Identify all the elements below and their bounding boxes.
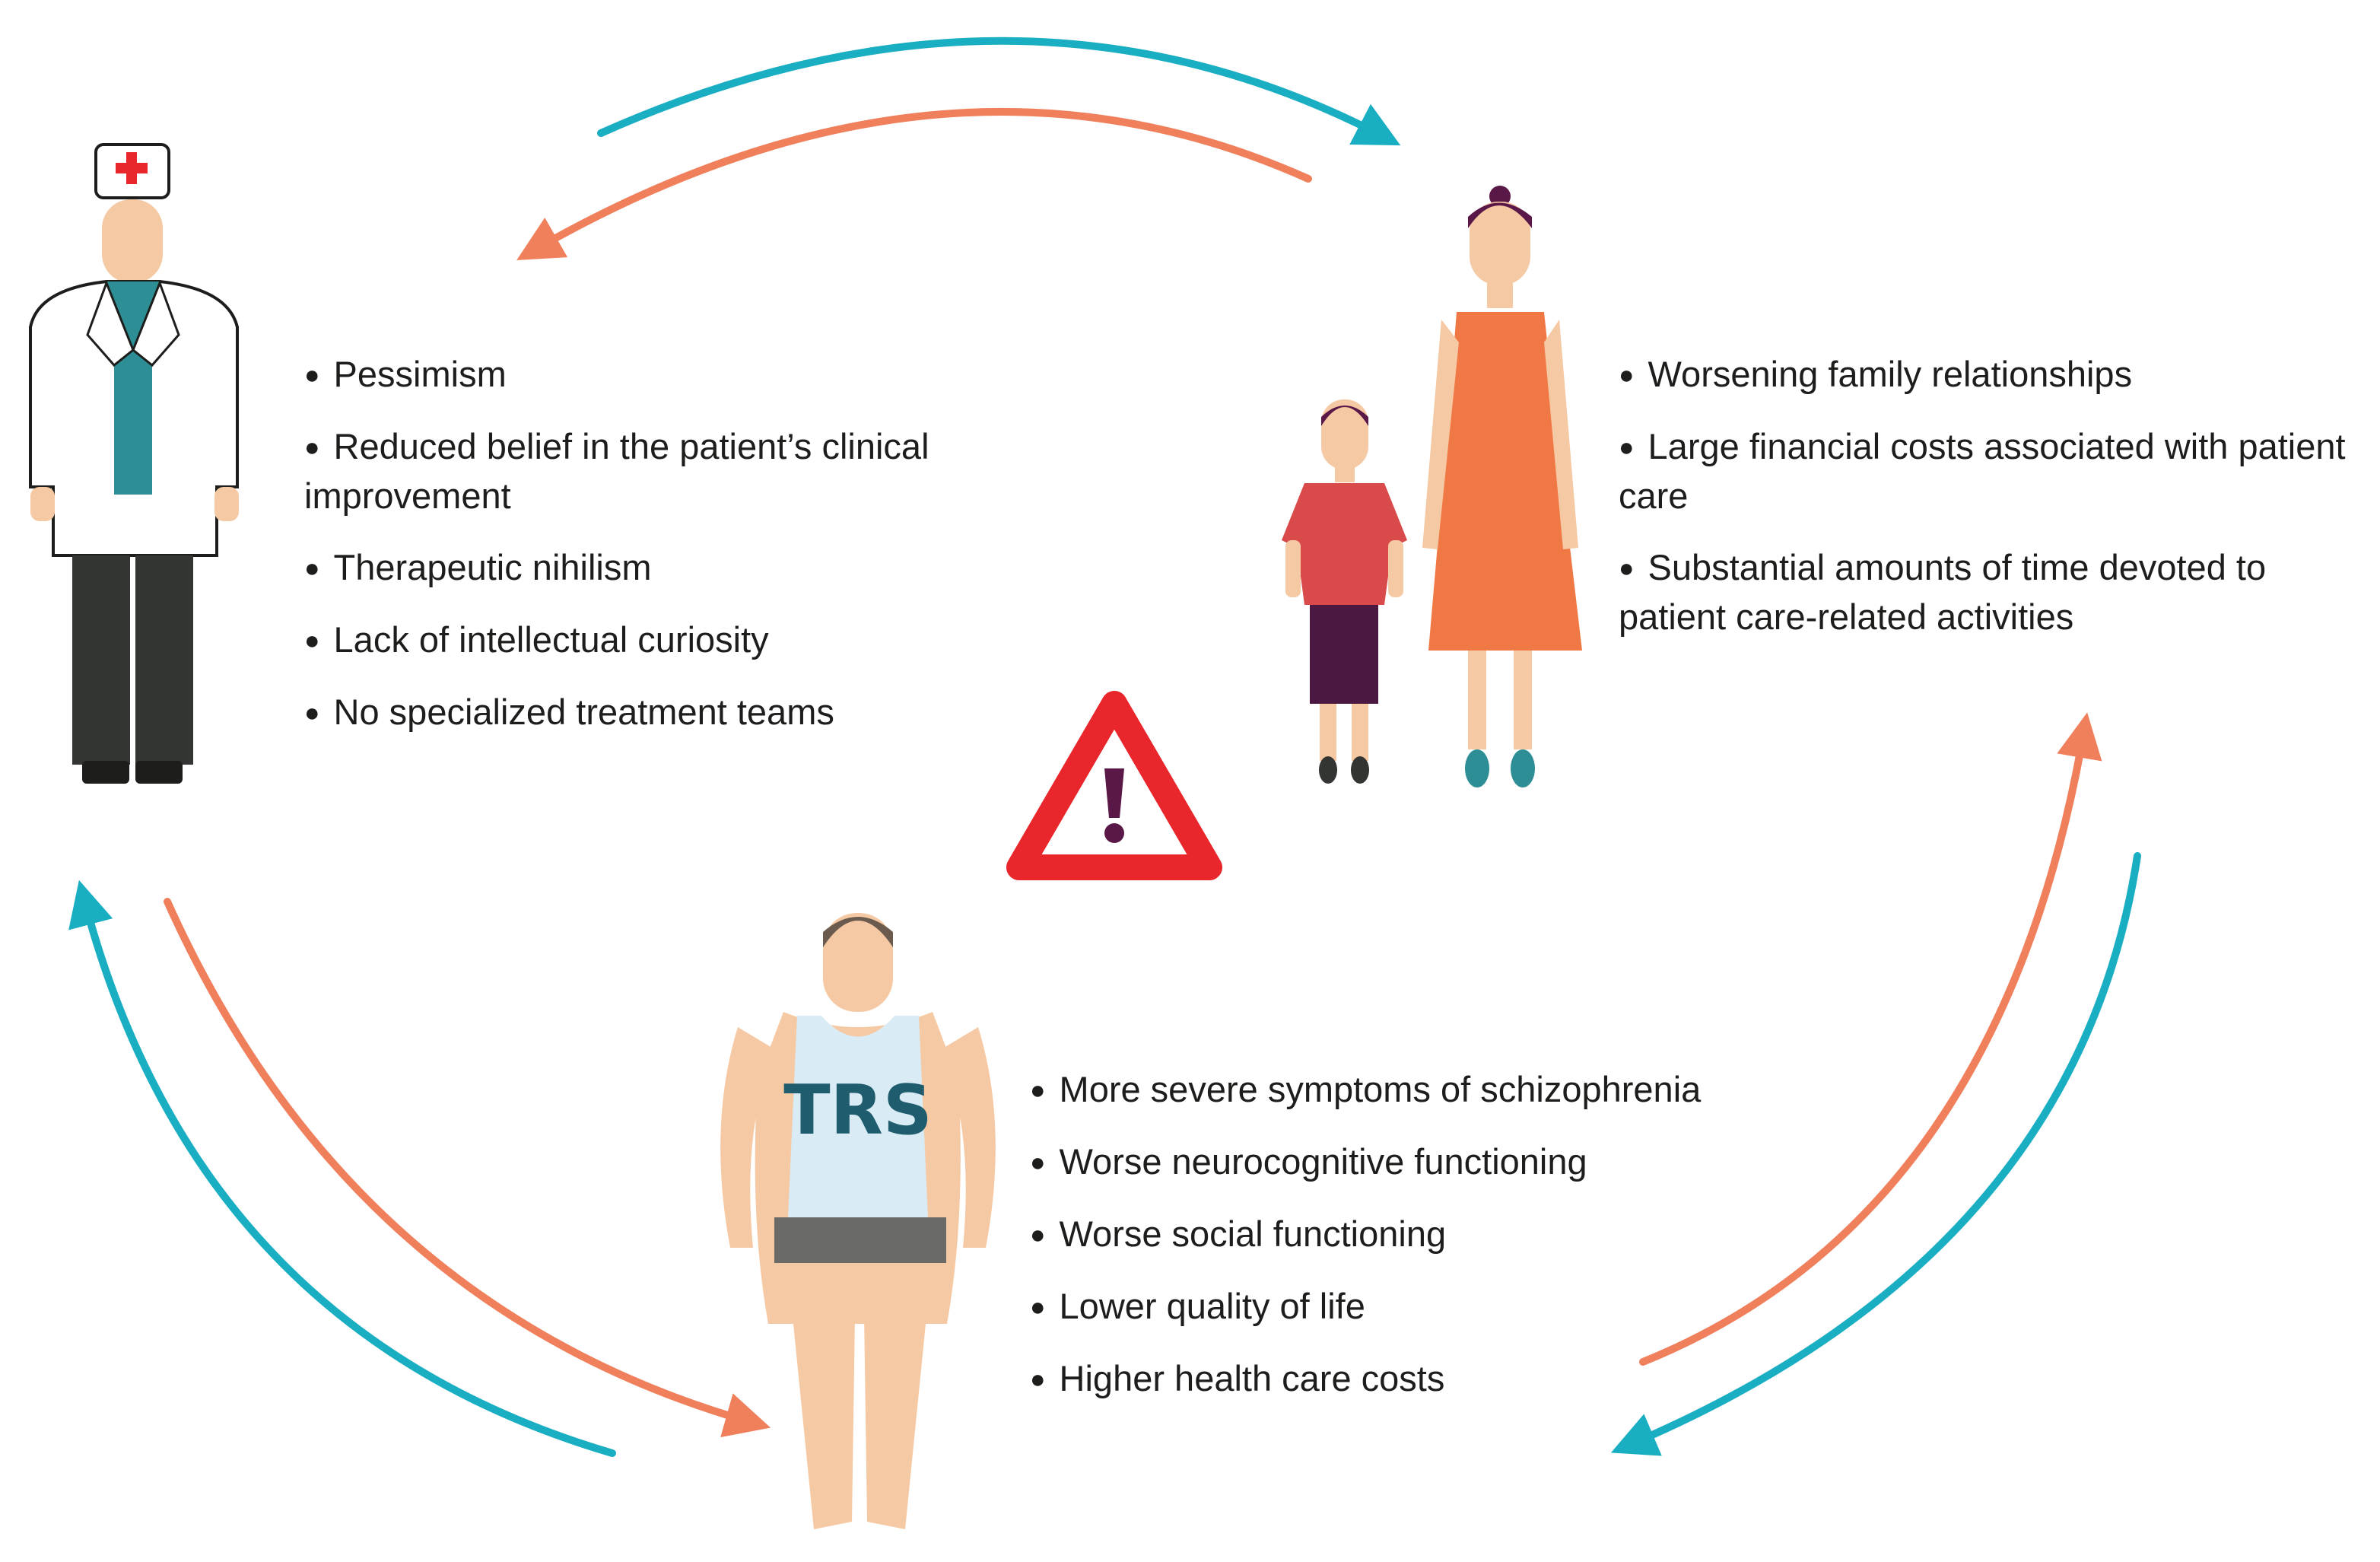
family-effects-list: Worsening family relationships Large fin… [1619, 350, 2379, 664]
list-item: More severe symptoms of schizophrenia [1030, 1065, 1905, 1115]
list-item: Lower quality of life [1030, 1282, 1905, 1331]
list-item: Substantial amounts of time devoted to p… [1619, 543, 2379, 641]
patient-effects-list: More severe symptoms of schizophrenia Wo… [1030, 1065, 1905, 1427]
list-item: Higher health care costs [1030, 1354, 1905, 1404]
list-item: Lack of intellectual curiosity [304, 616, 1065, 665]
list-item: Therapeutic nihilism [304, 543, 1065, 593]
arrow-doctor-to-patient [164, 898, 771, 1438]
arrow-family-to-doctor [516, 107, 1312, 260]
list-item: No specialized treatment teams [304, 688, 1065, 737]
doctor-icon [29, 143, 239, 784]
list-item: Worsening family relationships [1619, 350, 2379, 399]
list-item: Worse social functioning [1030, 1210, 1905, 1259]
arrow-doctor-to-family [597, 37, 1401, 146]
patient-icon: TRS [720, 913, 996, 1529]
child-icon [1282, 399, 1407, 784]
list-item: Large financial costs associated with pa… [1619, 422, 2379, 520]
list-item: Reduced belief in the patient’s clinical… [304, 422, 1065, 520]
arrow-patient-to-doctor [68, 880, 616, 1457]
doctor-effects-list: Pessimism Reduced belief in the patient’… [304, 350, 1065, 760]
warning-icon [1006, 691, 1222, 880]
list-item: Worse neurocognitive functioning [1030, 1137, 1905, 1187]
mother-icon [1422, 186, 1582, 787]
list-item: Pessimism [304, 350, 1065, 399]
shirt-label: TRS [783, 1070, 933, 1150]
